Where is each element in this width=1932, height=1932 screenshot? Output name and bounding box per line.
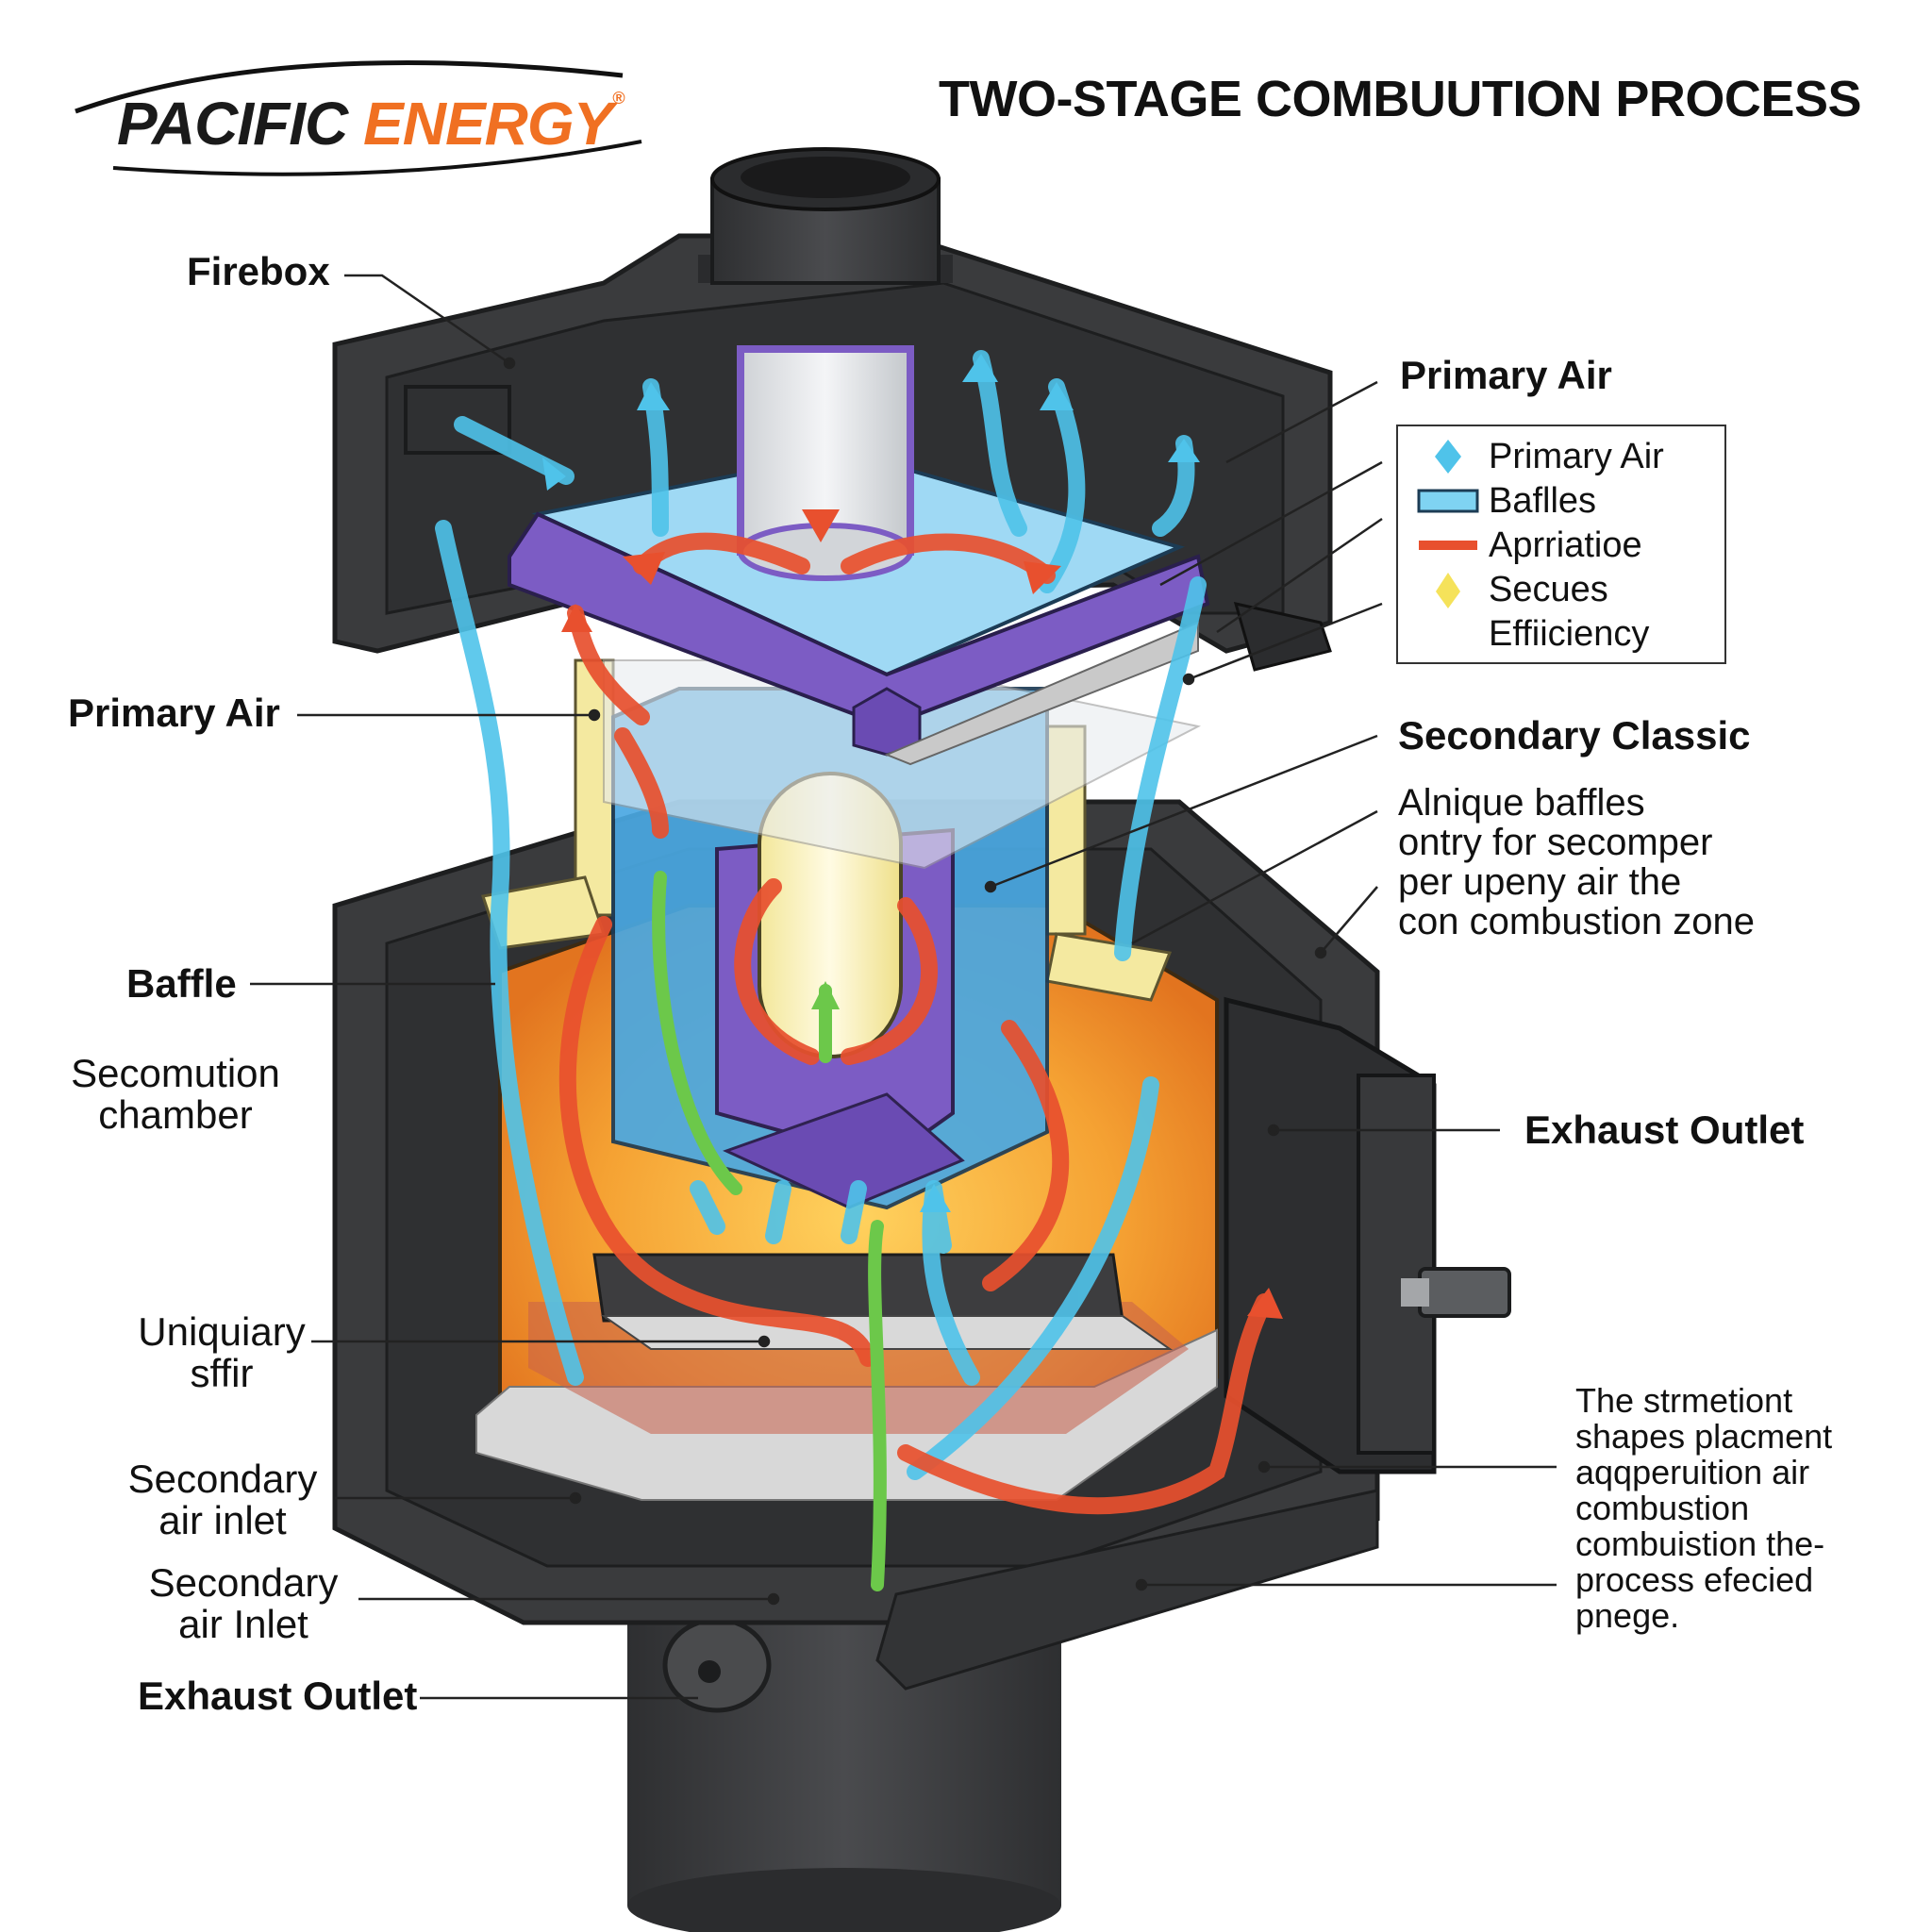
- label-exhaust-outlet-right: Exhaust Outlet: [1524, 1108, 1805, 1152]
- leader-firebox: [344, 274, 510, 365]
- note-line4: combustion: [1575, 1489, 1750, 1527]
- page-title: TWO-STAGE COMBUUTION PROCESS: [939, 71, 1862, 127]
- arrowhead-primary-up-3: [1040, 382, 1074, 410]
- hot-gas-left-loop: [558, 916, 876, 1367]
- arrowhead-primary-up-2: [962, 354, 998, 382]
- note-text: The strmetiont shapes placment aqqperuit…: [1575, 1383, 1832, 1634]
- logo-swoosh-bottom: [112, 140, 642, 176]
- legend-item-secues: Secues: [1417, 569, 1608, 610]
- primary-air-rise: [922, 1180, 980, 1386]
- legend-label: Baflles: [1489, 480, 1597, 521]
- legend-swatch-diamond-blue-icon: [1417, 436, 1479, 477]
- pacific-energy-logo: PACIFIC ENERGY®: [75, 66, 660, 189]
- legend-item-effiiciency: Effiiciency: [1417, 613, 1649, 655]
- label-secondary-inlet-2-line1: Secondary: [148, 1560, 339, 1605]
- legend-label: Aprriatioe: [1489, 525, 1642, 565]
- label-secomution-line2: chamber: [98, 1092, 253, 1137]
- note-line6: process efecied: [1575, 1560, 1814, 1599]
- description-line4: con combustion zone: [1398, 901, 1756, 942]
- legend: Primary Air Baflles Aprriatioe Secues Ef…: [1396, 425, 1726, 664]
- leader-legend-1: [1159, 460, 1383, 587]
- logo-registered-mark: ®: [612, 89, 625, 108]
- label-secondary-classic: Secondary Classic: [1398, 713, 1751, 758]
- label-secomution-line1: Secomution: [71, 1051, 280, 1095]
- label-primary-air-left: Primary Air: [68, 691, 280, 735]
- leader-legend-2: [1216, 517, 1383, 634]
- label-uniquiary-sffir: Uniquiary sffir: [123, 1311, 321, 1394]
- leader-description: [1131, 809, 1378, 945]
- logo-swoosh-top: [75, 59, 624, 114]
- primary-air-path-right: [1114, 576, 1207, 961]
- note-line5: combuistion the-: [1575, 1524, 1825, 1563]
- note-line1: The strmetiont: [1575, 1381, 1793, 1420]
- legend-item-baffles: Baflles: [1417, 480, 1596, 522]
- description-text: Alnique baffles ontry for secomper per u…: [1398, 783, 1755, 941]
- legend-swatch-box-icon: [1417, 480, 1479, 522]
- legend-label: Primary Air: [1489, 436, 1664, 476]
- leader-description-2: [1320, 886, 1378, 954]
- arrowhead-left-curl: [623, 552, 665, 585]
- primary-air-down-1: [690, 1180, 725, 1235]
- legend-swatch-line-icon: [1417, 525, 1479, 566]
- label-secondary-inlet-1-line1: Secondary: [127, 1457, 318, 1501]
- label-secondary-air-inlet-2: Secondary air Inlet: [142, 1562, 345, 1645]
- description-line2: ontry for secomper: [1398, 822, 1713, 863]
- arrowhead-primary-up-1: [637, 382, 670, 410]
- hot-gas-inner-1: [734, 878, 820, 1065]
- secondary-air-path-1: [652, 871, 742, 1195]
- note-line7: pnege.: [1575, 1596, 1680, 1635]
- description-line3: per upeny air the: [1398, 861, 1682, 903]
- hot-gas-right-loop: [982, 1020, 1070, 1291]
- leader-legend-3: [1188, 602, 1383, 681]
- hot-gas-exit: [897, 1293, 1273, 1515]
- leader-lines: [250, 274, 1557, 1700]
- secondary-air-path-2: [868, 1220, 887, 1591]
- logo-word-energy: ENERGY: [363, 90, 613, 158]
- arrowhead-secondary: [811, 981, 840, 1009]
- primary-air-path-left: [435, 520, 584, 1386]
- arrowhead-primary-in: [542, 458, 566, 491]
- legend-item-primary-air: Primary Air: [1417, 436, 1664, 477]
- leader-secondary-classic: [990, 734, 1378, 889]
- note-line3: aqqperuition air: [1575, 1453, 1810, 1491]
- primary-air-up-2: [973, 350, 1027, 537]
- arrowhead-primary-up-4: [1168, 439, 1200, 462]
- legend-swatch-diamond-yellow-icon: [1417, 569, 1479, 610]
- label-secondary-inlet-2-line2: air Inlet: [178, 1602, 308, 1646]
- top-flue: [698, 147, 953, 285]
- label-exhaust-outlet-bottom: Exhaust Outlet: [138, 1674, 418, 1718]
- arrowhead-flue: [802, 509, 840, 542]
- primary-air-up-3: [1039, 378, 1086, 593]
- label-secomution-chamber: Secomution chamber: [62, 1053, 289, 1136]
- label-uniquiary-line2: sffir: [190, 1351, 254, 1395]
- description-line1: Alnique baffles: [1398, 782, 1645, 824]
- label-firebox: Firebox: [187, 249, 330, 293]
- logo-text: PACIFIC ENERGY®: [117, 89, 625, 158]
- label-secondary-air-inlet-1: Secondary air inlet: [121, 1458, 325, 1541]
- label-baffle: Baffle: [126, 961, 237, 1006]
- firebrick-panels: [481, 658, 1173, 1002]
- leader-primary-air-top: [1225, 380, 1378, 464]
- primary-air-down-3: [841, 1180, 867, 1244]
- legend-item-aprriatioe: Aprriatioe: [1417, 525, 1642, 566]
- hot-gas-inner-2: [841, 897, 938, 1065]
- logo-word-pacific: PACIFIC: [117, 90, 364, 158]
- arrowhead-hot-rise: [561, 604, 592, 632]
- note-line2: shapes placment: [1575, 1417, 1833, 1456]
- arrowhead-right-curl: [1024, 561, 1061, 594]
- arrowhead-rise: [920, 1184, 951, 1212]
- legend-label: Effiiciency: [1489, 613, 1650, 654]
- legend-label: Secues: [1489, 569, 1608, 609]
- primary-air-down-2: [765, 1180, 791, 1244]
- arrow-heads: [542, 354, 1283, 1319]
- arrowhead-exit: [1247, 1288, 1283, 1319]
- label-uniquiary-line1: Uniquiary: [138, 1309, 306, 1354]
- hot-gas-side: [614, 727, 669, 839]
- label-secondary-inlet-1-line2: air inlet: [158, 1498, 287, 1542]
- primary-air-path-center: [907, 1076, 1159, 1480]
- label-primary-air-top: Primary Air: [1400, 353, 1612, 397]
